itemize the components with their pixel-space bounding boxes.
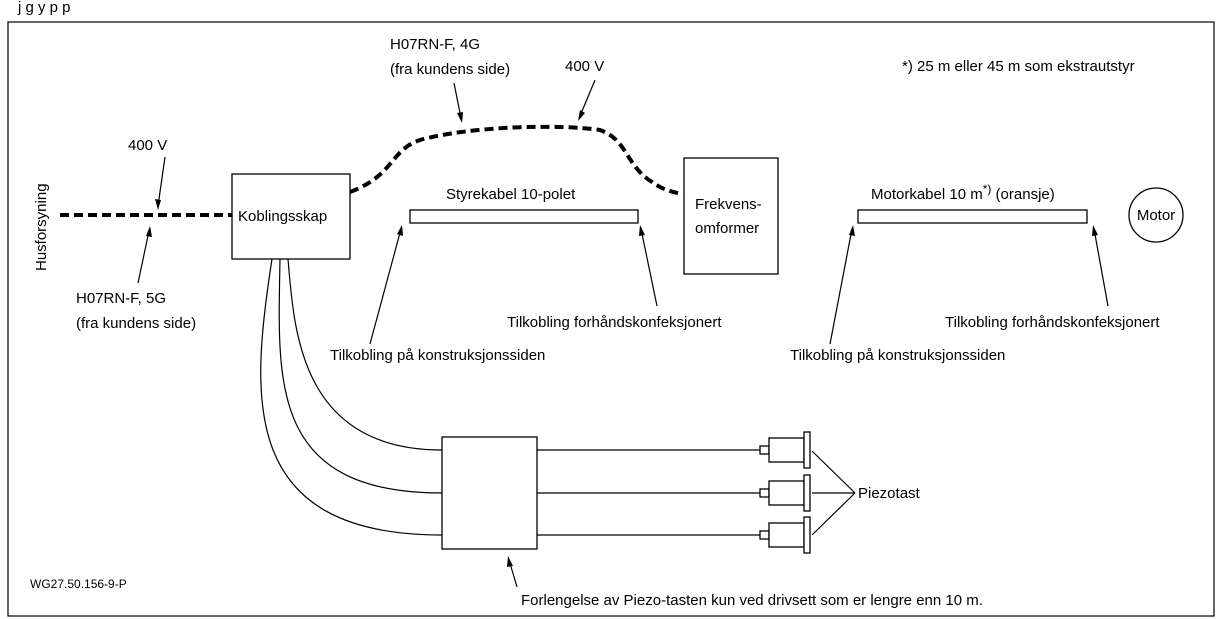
motor-cable-bar bbox=[857, 209, 1088, 224]
piezo-wire-2 bbox=[278, 258, 443, 494]
piezo-sensor-1 bbox=[759, 431, 811, 469]
arrow-400v-top bbox=[579, 79, 596, 117]
arrow-4g bbox=[453, 82, 462, 119]
cable-source-5g-label: (fra kundens side) bbox=[76, 315, 196, 332]
frequency-converter-label-2: omformer bbox=[695, 220, 759, 237]
diagram-frame bbox=[7, 21, 1215, 617]
control-cable-bar bbox=[409, 209, 639, 224]
cable-source-4g-label: (fra kundens side) bbox=[390, 61, 510, 78]
motor-cable-superscript: *) bbox=[983, 182, 992, 196]
motor-circle bbox=[1128, 187, 1184, 243]
figure-id: WG27.50.156-9-P bbox=[30, 577, 127, 591]
arrow-extension-note-head bbox=[507, 556, 513, 567]
arrow-4g-head bbox=[457, 112, 463, 123]
arrow-construction-2 bbox=[829, 228, 853, 345]
arrow-construction-1 bbox=[369, 228, 402, 345]
arrow-construction-2-head bbox=[849, 225, 855, 236]
motor-cable-text: Motorkabel 10 m bbox=[871, 186, 983, 203]
arrow-prefab-1-head bbox=[639, 225, 645, 236]
arrow-construction-1-head bbox=[397, 225, 403, 236]
hus-forsyning-label: Husforsyning bbox=[33, 183, 50, 271]
koblingsskap-box bbox=[231, 173, 351, 260]
cable-type-5g-label: H07RN-F, 5G bbox=[76, 290, 166, 307]
voltage-label-left: 400 V bbox=[128, 137, 167, 154]
arrow-400v-left bbox=[157, 156, 166, 207]
arrow-prefab-2 bbox=[1093, 228, 1109, 307]
arrow-5g bbox=[137, 230, 150, 284]
arrow-400v-left-head bbox=[155, 199, 161, 210]
arrow-prefab-2-head bbox=[1092, 225, 1098, 236]
extra-equipment-note: *) 25 m eller 45 m som ekstrautstyr bbox=[902, 58, 1135, 75]
header-fragment: j g y p p bbox=[17, 0, 71, 16]
piezo-wire-1 bbox=[287, 258, 443, 451]
arrow-5g-head bbox=[146, 226, 152, 237]
piezo-pointer-3 bbox=[811, 492, 856, 536]
extension-note: Forlengelse av Piezo-tasten kun ved driv… bbox=[521, 592, 983, 609]
prefab-connection-label-2: Tilkobling forhåndskonfeksjonert bbox=[945, 314, 1160, 331]
piezo-sensor-2 bbox=[759, 474, 811, 512]
piezo-label: Piezotast bbox=[858, 485, 921, 502]
control-cable-label: Styrekabel 10-polet bbox=[446, 186, 576, 203]
piezo-wire-3 bbox=[260, 258, 443, 536]
arrow-400v-top-head bbox=[578, 110, 585, 121]
arrow-prefab-1 bbox=[640, 228, 658, 307]
prefab-connection-label-1: Tilkobling forhåndskonfeksjonert bbox=[507, 314, 722, 331]
construction-connection-label-1: Tilkobling på konstruksjonssiden bbox=[330, 347, 545, 364]
frequency-converter-label-1: Frekvens- bbox=[695, 196, 762, 213]
piezo-pointer-1 bbox=[811, 450, 856, 494]
voltage-label-top: 400 V bbox=[565, 58, 604, 75]
frequency-converter-box bbox=[683, 157, 779, 275]
koblingsskap-label: Koblingsskap bbox=[238, 208, 327, 225]
piezo-sensor-3 bbox=[759, 516, 811, 554]
motor-cable-suffix: (oransje) bbox=[991, 186, 1054, 203]
cable-type-4g-label: H07RN-F, 4G bbox=[390, 36, 480, 53]
piezo-extension-box bbox=[441, 436, 538, 550]
motor-cable-label: Motorkabel 10 m*) (oransje) bbox=[871, 182, 1055, 203]
construction-connection-label-2: Tilkobling på konstruksjonssiden bbox=[790, 347, 1005, 364]
power-cable-4g-dashed bbox=[349, 124, 684, 196]
motor-label: Motor bbox=[1137, 207, 1175, 224]
